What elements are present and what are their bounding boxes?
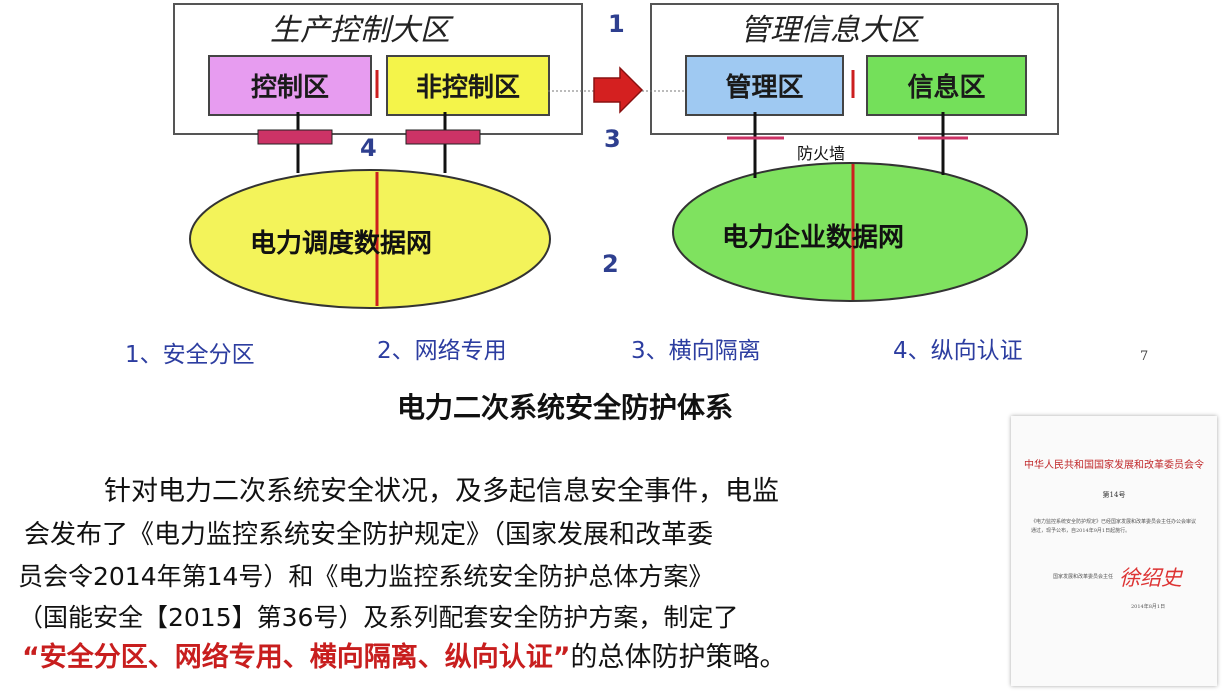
dispatch-network-ellipse [189, 169, 551, 309]
decree-date: 2014年8月1日 [1131, 604, 1166, 610]
diagram-graphics [189, 66, 1028, 309]
page-title: 电力二次系统安全防护体系 [397, 391, 734, 424]
enterprise-network-ellipse [672, 162, 1028, 302]
marker-3: 3 [604, 125, 621, 153]
decree-signer-title: 国家发展和改革委员会主任 [1053, 574, 1114, 580]
vertical-auth-block-control [257, 129, 333, 145]
legend-item-dedicated-network: 2、网络专用 [377, 338, 507, 364]
paragraph-line-4: （国能安全【2015】第36号）及系列配套安全防护方案，制定了 [18, 603, 739, 632]
decree-signature: 徐绍史 [1119, 566, 1182, 590]
enterprise-network-label: 电力企业数据网 [722, 223, 905, 253]
control-zone: 控制区 [208, 55, 372, 116]
marker-2: 2 [602, 250, 619, 278]
decree-header: 中华人民共和国国家发展和改革委员会令 [1024, 460, 1204, 471]
dispatch-network-label: 电力调度数据网 [250, 229, 433, 259]
legend-item-vertical-authentication: 4、纵向认证 [893, 338, 1023, 364]
paragraph-line-1: 针对电力二次系统安全状况，及多起信息安全事件，电监 [104, 476, 779, 507]
legend-item-horizontal-isolation: 3、横向隔离 [631, 338, 761, 364]
noncontrol-zone: 非控制区 [386, 55, 550, 116]
decree-body: 《电力监控系统安全防护规定》已经国家发展和改革委员会主任办公会审议通过，现予公布… [1031, 519, 1197, 534]
production-region-title: 生产控制大区 [270, 13, 450, 48]
legend-item-security-zoning: 1、安全分区 [125, 342, 255, 368]
paragraph-line-5: “安全分区、网络专用、横向隔离、纵向认证”的总体防护策略。 [22, 638, 787, 678]
management-zone: 管理区 [685, 55, 844, 116]
firewall-label: 防火墙 [797, 144, 846, 163]
strategy-tail: 的总体防护策略。 [570, 642, 787, 673]
region-arrow [593, 66, 644, 114]
vertical-auth-block-noncontrol [405, 129, 481, 145]
paragraph-line-3: 员会令2014年第14号）和《电力监控系统安全防护总体方案》 [18, 562, 714, 591]
paragraph-line-2: 会发布了《电力监控系统安全防护规定》（国家发展和改革委 [24, 520, 714, 550]
page-number: 7 [1140, 349, 1149, 364]
marker-4: 4 [360, 134, 377, 162]
strategy-quote: “安全分区、网络专用、横向隔离、纵向认证” [22, 642, 571, 673]
marker-1: 1 [608, 10, 625, 38]
decree-number: 第14号 [1102, 491, 1126, 499]
decree-document-thumbnail: 中华人民共和国国家发展和改革委员会令 第14号 《电力监控系统安全防护规定》已经… [1011, 416, 1217, 686]
info-zone: 信息区 [866, 55, 1027, 116]
management-region-title: 管理信息大区 [740, 13, 920, 48]
